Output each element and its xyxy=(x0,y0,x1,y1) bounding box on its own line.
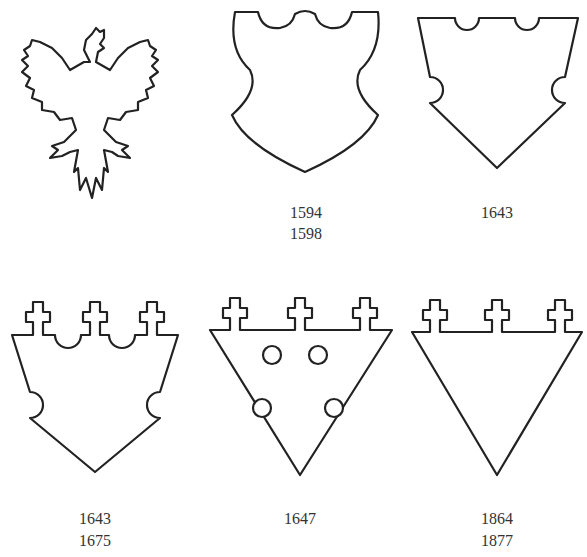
crowned-shield-outline xyxy=(12,302,178,472)
date-label: 1864 xyxy=(481,510,513,528)
eagle-figure xyxy=(22,28,158,198)
crowned-shield-outline xyxy=(210,298,392,475)
shield-dot xyxy=(263,346,281,364)
shield-dot xyxy=(325,399,343,417)
shield-dot xyxy=(309,346,327,364)
shield-outline xyxy=(232,11,379,172)
date-label: 1643 xyxy=(79,510,111,528)
date-label: 1675 xyxy=(79,532,111,550)
crowned-shield-outline xyxy=(412,300,582,475)
shield-outline xyxy=(418,18,578,168)
shield-dot xyxy=(253,399,271,417)
date-label: 1594 xyxy=(290,204,322,222)
date-label: 1647 xyxy=(284,510,316,528)
date-label: 1598 xyxy=(290,225,322,243)
date-label: 1643 xyxy=(481,204,513,222)
date-label: 1877 xyxy=(481,532,513,550)
